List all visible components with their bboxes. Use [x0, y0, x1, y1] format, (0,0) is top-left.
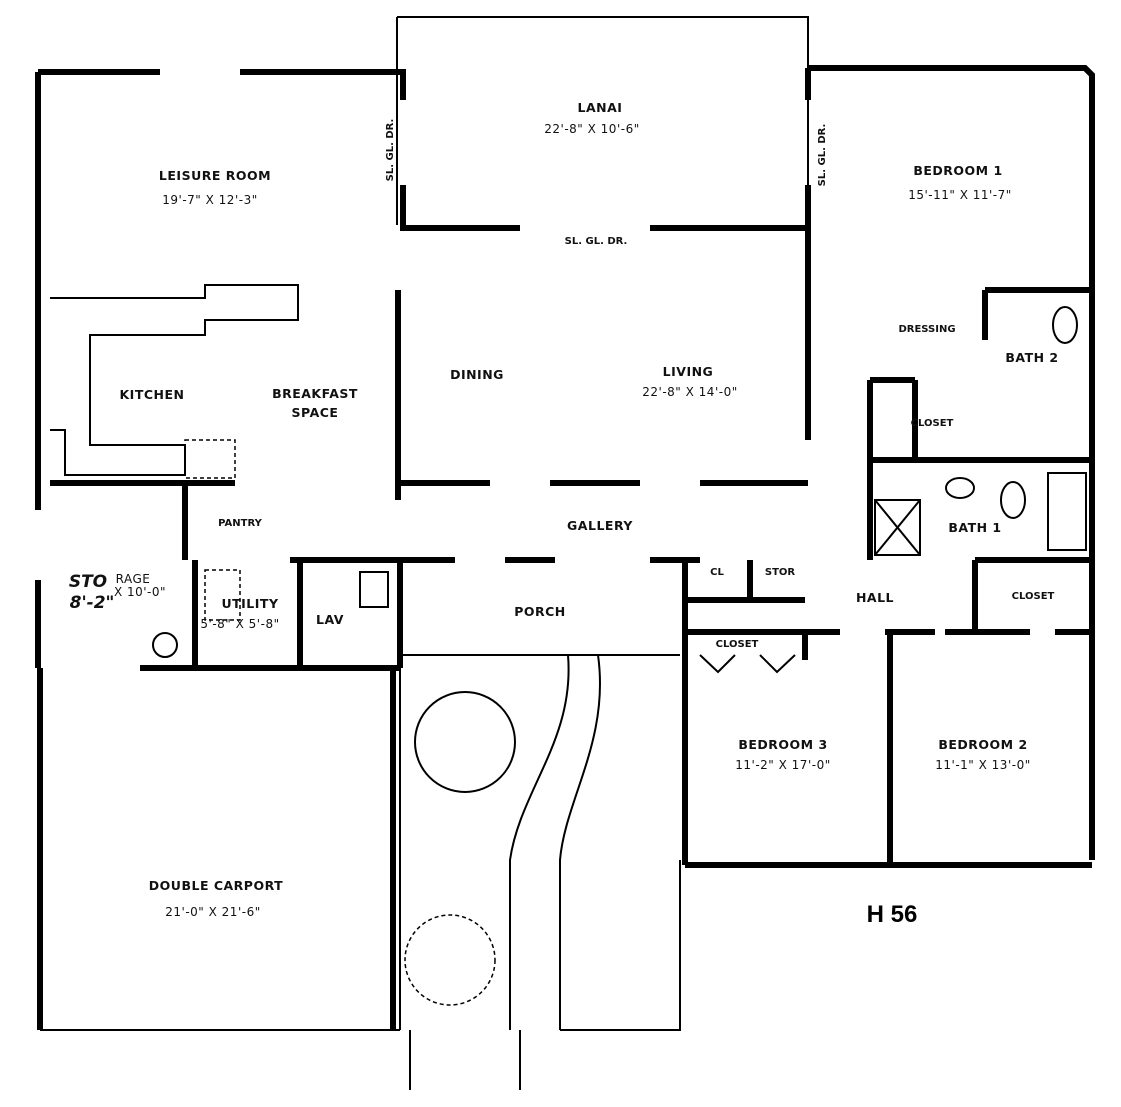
dressing-label: DRESSING — [898, 324, 955, 335]
living-dims: 22'-8" X 14'-0" — [642, 385, 737, 399]
breakfast-label: BREAKFAST — [272, 386, 358, 401]
walls — [35, 16, 1095, 1090]
lanai-sliding-door-label: SL. GL. DR. — [565, 236, 628, 247]
bedroom-2-label: BEDROOM 2 — [938, 737, 1027, 752]
carport-label: DOUBLE CARPORT — [149, 878, 283, 893]
stor-label: STOR — [765, 567, 796, 578]
door-labels: SL. GL. DR. SL. GL. DR. SL. GL. DR. — [385, 119, 828, 247]
lanai-label: LANAI — [578, 100, 623, 115]
leisure-room-label: LEISURE ROOM — [159, 168, 271, 183]
bath-1-label: BATH 1 — [948, 520, 1001, 535]
bedroom-3-dims: 11'-2" X 17'-0" — [735, 758, 830, 772]
kitchen-label: KITCHEN — [120, 387, 185, 402]
cl-label: CL — [710, 567, 724, 578]
gallery-label: GALLERY — [567, 518, 633, 533]
bedroom-2-dims: 11'-1" X 13'-0" — [935, 758, 1030, 772]
bedroom-1-label: BEDROOM 1 — [913, 163, 1002, 178]
bedroom-3-label: BEDROOM 3 — [738, 737, 827, 752]
storage-handwritten-label: STO — [69, 572, 107, 592]
plan-id-label: H 56 — [867, 901, 918, 928]
lanai-dims: 22'-8" X 10'-6" — [544, 122, 639, 136]
leisure-sliding-door-label: SL. GL. DR. — [385, 119, 396, 182]
bath-closet-label: CLOSET — [911, 418, 954, 429]
bedroom-1-dims: 15'-11" X 11'-7" — [908, 188, 1012, 202]
lav-label: LAV — [316, 612, 344, 627]
living-label: LIVING — [663, 364, 714, 379]
storage-label: RAGE — [116, 572, 151, 586]
leisure-room-dims: 19'-7" X 12'-3" — [162, 193, 257, 207]
storage-handwritten-dims: 8'-2" — [70, 593, 115, 613]
utility-label: UTILITY — [221, 596, 278, 611]
room-labels: LANAI 22'-8" X 10'-6" LEISURE ROOM 19'-7… — [69, 100, 1058, 919]
porch-label: PORCH — [514, 604, 566, 619]
utility-dims: 5'-8" X 5'-8" — [200, 617, 279, 631]
hall-closet-label: CLOSET — [716, 639, 759, 650]
pantry-label: PANTRY — [218, 518, 262, 529]
carport-dims: 21'-0" X 21'-6" — [165, 905, 260, 919]
breakfast-space-label: SPACE — [292, 405, 339, 420]
bedroom-sliding-door-label: SL. GL. DR. — [817, 124, 828, 187]
bedroom-2-closet-label: CLOSET — [1012, 591, 1055, 602]
hall-label: HALL — [856, 590, 894, 605]
bath-2-label: BATH 2 — [1005, 350, 1058, 365]
dining-label: DINING — [450, 367, 504, 382]
storage-dims: X 10'-0" — [114, 585, 166, 599]
